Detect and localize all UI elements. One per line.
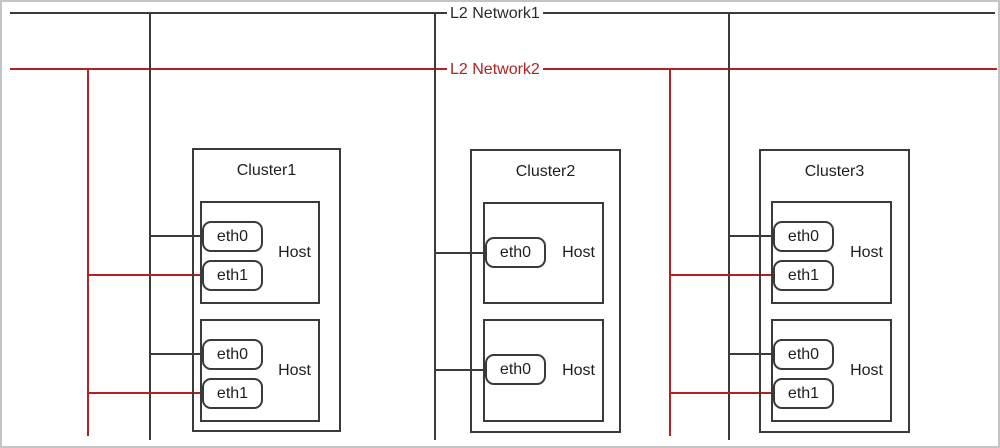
connector-net1-cluster3-host1-eth0 bbox=[728, 235, 775, 237]
cluster1-host2-eth1: eth1 bbox=[202, 378, 263, 409]
cluster3-host2-box: eth0 eth1 Host bbox=[771, 319, 892, 422]
connector-net1-cluster2-host1-eth0 bbox=[434, 252, 487, 254]
cluster1-host2-eth0: eth0 bbox=[202, 339, 263, 370]
cluster2-box: Cluster2 eth0 Host eth0 Host bbox=[470, 149, 621, 433]
net2-drop-cluster3 bbox=[669, 68, 671, 436]
l2-network1-label: L2 Network1 bbox=[447, 4, 543, 23]
cluster1-host2-box: eth0 eth1 Host bbox=[200, 319, 320, 422]
cluster1-title: Cluster1 bbox=[236, 162, 297, 179]
l2-network2-label: L2 Network2 bbox=[447, 60, 543, 79]
cluster3-host2-label: Host bbox=[850, 361, 883, 379]
net2-drop-cluster1 bbox=[87, 68, 89, 436]
cluster2-host1-eth0: eth0 bbox=[485, 237, 546, 268]
connector-net1-cluster1-host2-eth0 bbox=[149, 353, 204, 355]
cluster3-host1-box: eth0 eth1 Host bbox=[771, 201, 892, 304]
cluster1-box: Cluster1 eth0 eth1 Host eth0 eth1 Host bbox=[192, 148, 341, 432]
net1-drop-cluster1 bbox=[149, 12, 151, 440]
cluster1-host1-eth1: eth1 bbox=[202, 260, 263, 291]
cluster2-host2-label: Host bbox=[562, 361, 595, 379]
cluster2-host2-eth0: eth0 bbox=[485, 354, 546, 385]
connector-net1-cluster2-host2-eth0 bbox=[434, 369, 487, 371]
cluster3-host2-eth0: eth0 bbox=[773, 339, 834, 370]
cluster3-box: Cluster3 eth0 eth1 Host eth0 eth1 Host bbox=[759, 149, 910, 433]
cluster2-host1-label: Host bbox=[562, 244, 595, 261]
cluster2-host2-box: eth0 Host bbox=[483, 319, 604, 422]
connector-net2-cluster1-host2-eth1 bbox=[87, 392, 204, 394]
connector-net2-cluster3-host1-eth1 bbox=[669, 274, 775, 276]
cluster3-host1-label: Host bbox=[850, 243, 883, 261]
cluster2-title: Cluster2 bbox=[515, 163, 576, 180]
connector-net2-cluster1-host1-eth1 bbox=[87, 274, 204, 276]
cluster3-host1-eth1: eth1 bbox=[773, 260, 834, 291]
net1-drop-cluster3 bbox=[728, 12, 730, 440]
cluster1-host2-label: Host bbox=[278, 361, 311, 379]
net1-drop-cluster2 bbox=[434, 12, 436, 440]
connector-net1-cluster3-host2-eth0 bbox=[728, 353, 775, 355]
connector-net2-cluster3-host2-eth1 bbox=[669, 392, 775, 394]
cluster3-title: Cluster3 bbox=[804, 163, 865, 180]
connector-net1-cluster1-host1-eth0 bbox=[149, 235, 204, 237]
cluster1-host1-box: eth0 eth1 Host bbox=[200, 201, 320, 304]
cluster3-host2-eth1: eth1 bbox=[773, 378, 834, 409]
cluster2-host1-box: eth0 Host bbox=[483, 202, 604, 304]
cluster1-host1-eth0: eth0 bbox=[202, 221, 263, 252]
cluster1-host1-label: Host bbox=[278, 243, 311, 261]
cluster3-host1-eth0: eth0 bbox=[773, 221, 834, 252]
